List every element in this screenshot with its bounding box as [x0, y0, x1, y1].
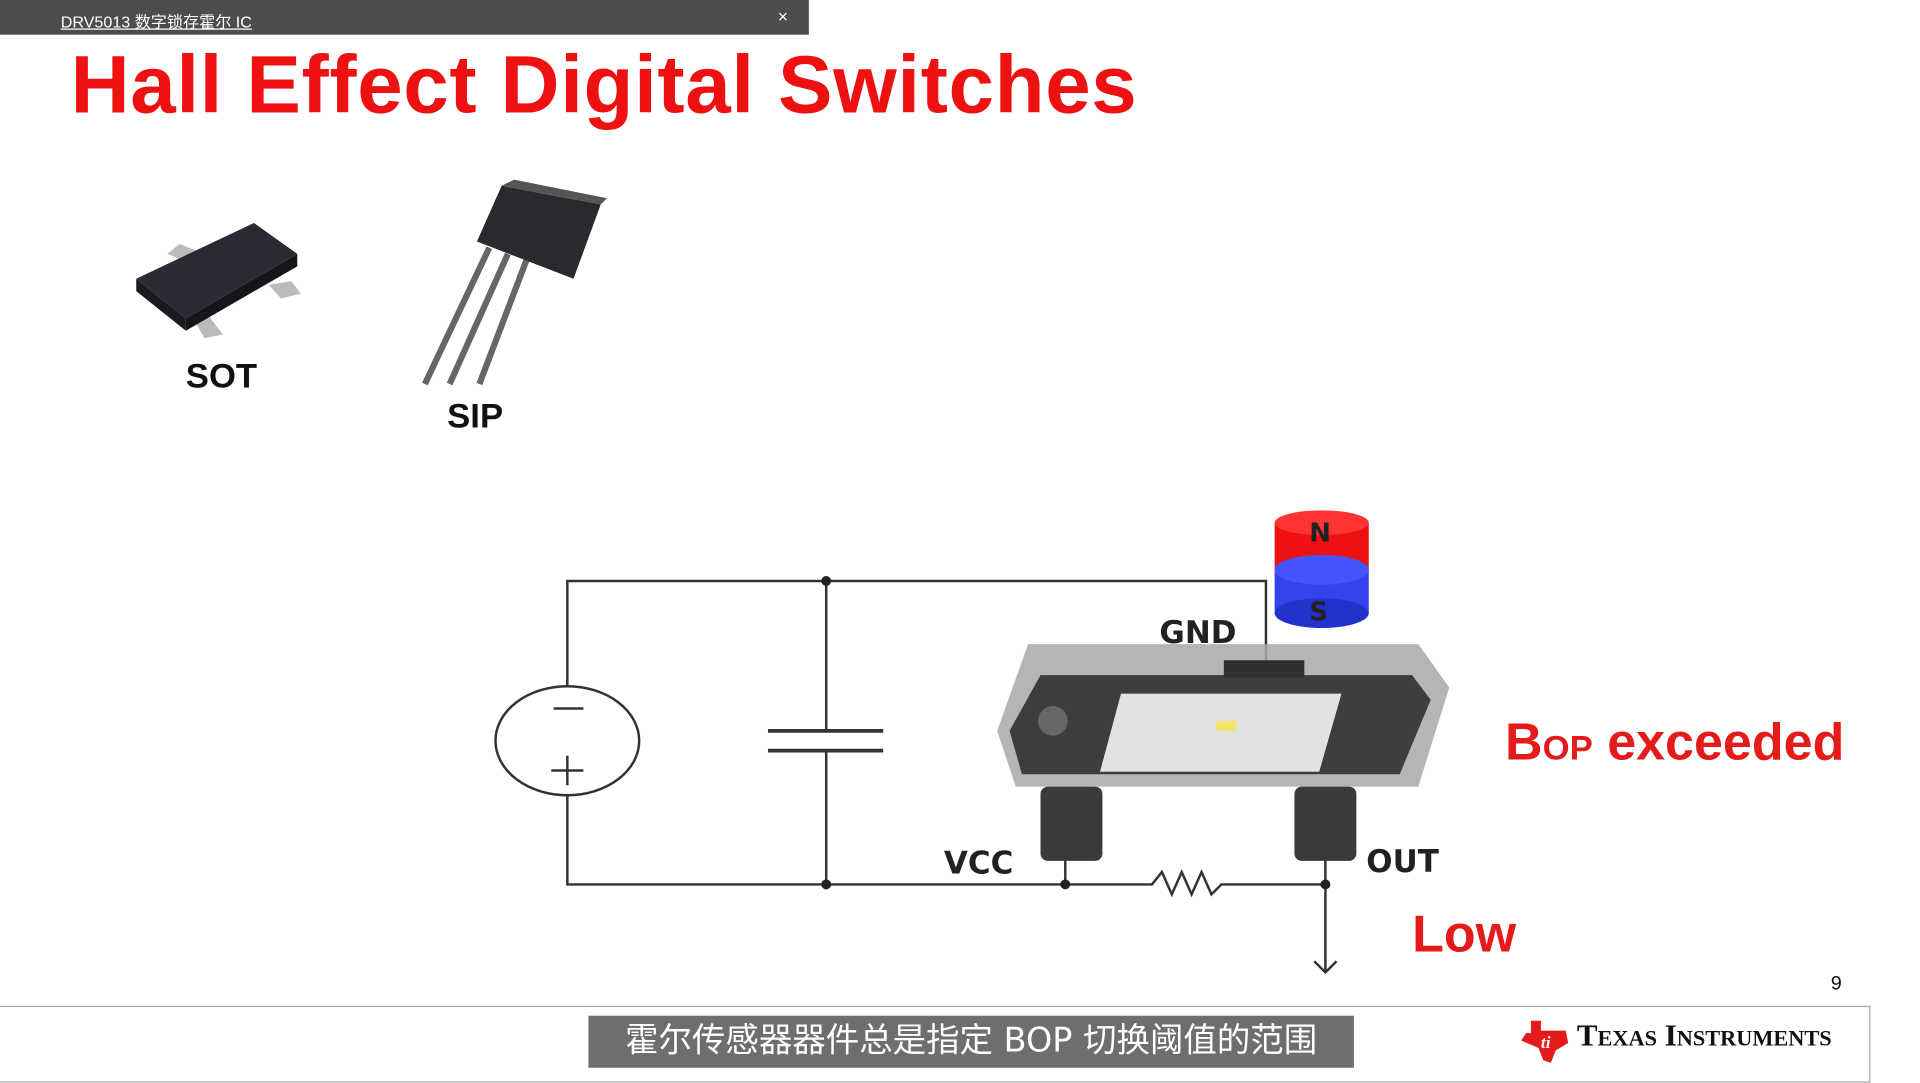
- window-title[interactable]: DRV5013 数字锁存霍尔 IC: [60, 12, 252, 31]
- circuit-diagram: [494, 575, 1338, 975]
- vcc-label: VCC: [943, 844, 1014, 881]
- bop-b: B: [1505, 712, 1543, 771]
- bop-exceeded: exceeded: [1592, 712, 1845, 771]
- sot-label: SOT: [185, 356, 258, 396]
- video-subtitle: 霍尔传感器器件总是指定 BOP 切换阈值的范围: [588, 1015, 1354, 1068]
- close-icon[interactable]: ×: [777, 6, 789, 27]
- ti-logo-icon: ti: [1521, 1020, 1569, 1063]
- sot-package-image: [136, 222, 302, 339]
- magnet-north-label: N: [1309, 517, 1332, 548]
- bop-status: BOP exceeded: [1505, 712, 1844, 771]
- hall-sensor-chip: [997, 644, 1450, 861]
- magnet-south-label: S: [1309, 597, 1329, 627]
- out-label: OUT: [1366, 843, 1439, 880]
- output-state: Low: [1412, 904, 1517, 963]
- bop-subscript: OP: [1542, 728, 1593, 767]
- sip-package-image: [422, 179, 607, 386]
- magnet-icon: [1274, 510, 1369, 629]
- sip-label: SIP: [447, 396, 504, 435]
- window-titlebar: DRV5013 数字锁存霍尔 IC ×: [0, 0, 809, 35]
- gnd-label: GND: [1159, 614, 1237, 651]
- brand-name: Texas Instruments: [1576, 1019, 1832, 1053]
- svg-text:ti: ti: [1541, 1033, 1551, 1052]
- slide-title: Hall Effect Digital Switches: [70, 38, 1138, 131]
- page-number: 9: [1830, 973, 1842, 995]
